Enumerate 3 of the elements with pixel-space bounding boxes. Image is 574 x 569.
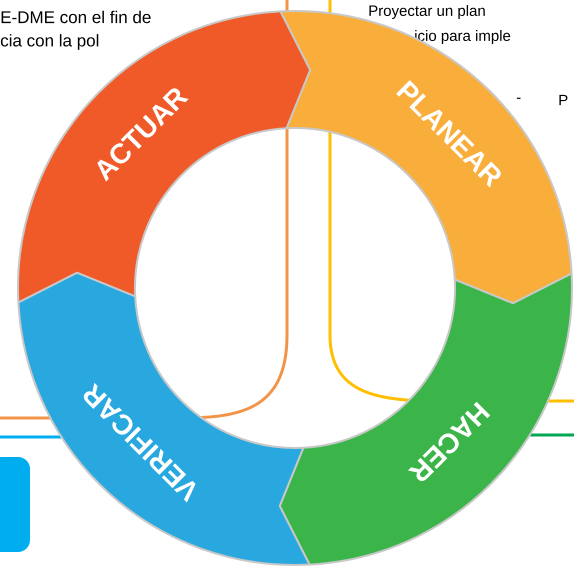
paragraph-text: - [516, 98, 521, 99]
rounded-box [0, 456, 30, 552]
paragraph-text: P [559, 94, 568, 106]
